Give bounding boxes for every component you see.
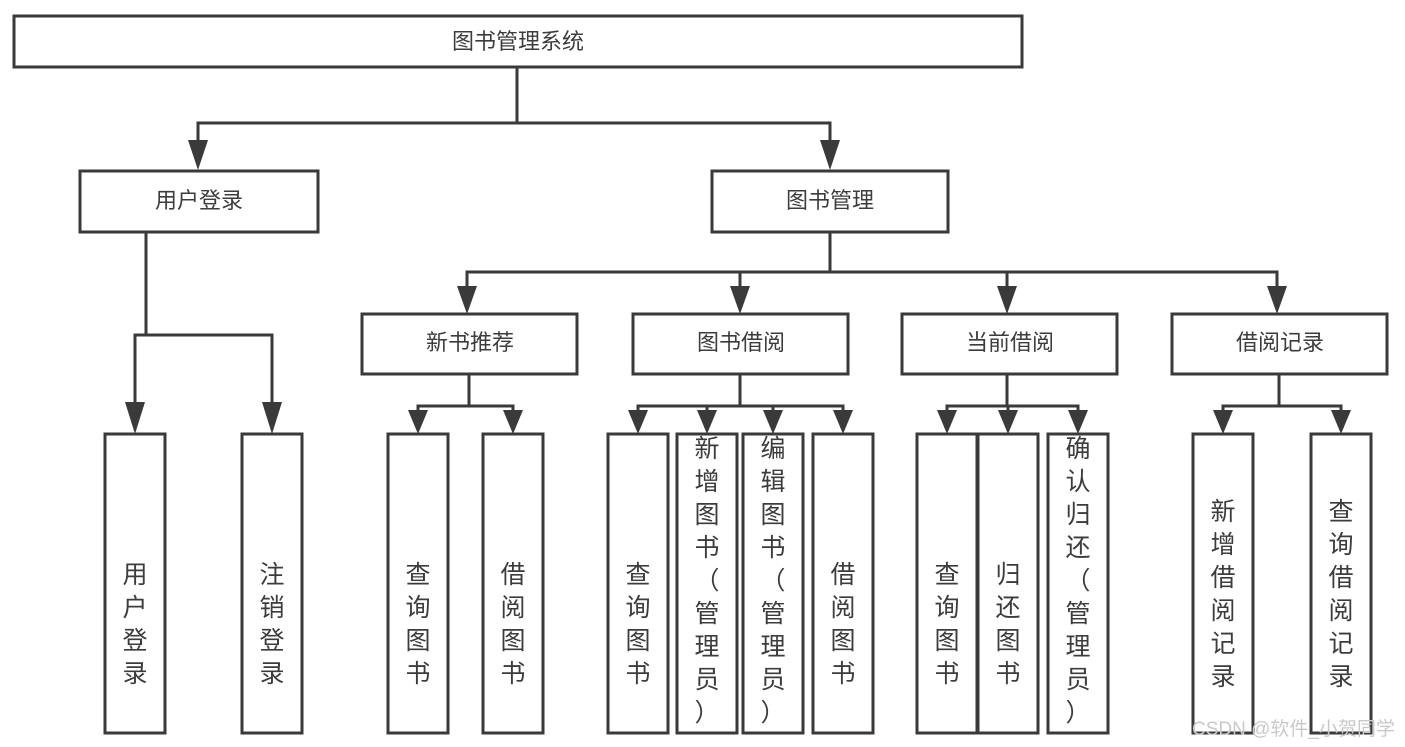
- leaf-br-query-record[interactable]: 查询借阅记录: [1309, 432, 1373, 735]
- arrow-head-cb-return: [998, 410, 1018, 434]
- connector-group-root: [188, 65, 840, 170]
- node-user-login[interactable]: 用户登录: [78, 169, 320, 234]
- node-borrow-record[interactable]: 借阅记录: [1170, 312, 1389, 376]
- connector-group-book-mgmt: [457, 230, 1287, 314]
- node-book-borrow[interactable]: 图书借阅: [631, 312, 850, 376]
- leaf-logout-box[interactable]: [240, 432, 304, 735]
- leaf-cb-return-book-box[interactable]: [976, 432, 1040, 735]
- leaf-cb-return-book[interactable]: 归还图书: [976, 432, 1040, 735]
- node-book-borrow-box[interactable]: [631, 312, 850, 376]
- leaf-bb-add-book-box[interactable]: [675, 432, 739, 735]
- node-current-borrow[interactable]: 当前借阅: [900, 312, 1119, 376]
- node-new-book-recommend-box[interactable]: [360, 312, 579, 376]
- leaf-bb-add-book[interactable]: 新增图书（管理员）: [675, 432, 739, 735]
- arrow-head-leaf-logout: [262, 402, 282, 434]
- leaf-user-login[interactable]: 用户登录: [103, 432, 167, 735]
- leaf-nb-query-book-box[interactable]: [386, 432, 450, 735]
- arrow-head-br-add: [1213, 410, 1233, 434]
- arrow-head-cb-confirm: [1068, 410, 1088, 434]
- node-book-borrow-label: 图书借阅: [697, 330, 785, 355]
- arrow-head-br-query: [1331, 410, 1351, 434]
- arrow-head-bb-add: [697, 410, 717, 434]
- node-new-book-recommend[interactable]: 新书推荐: [360, 312, 579, 376]
- leaf-bb-add-book-label: 新增图书（管理员）: [694, 435, 719, 727]
- node-book-management-label: 图书管理: [786, 188, 874, 213]
- leaf-br-add-record-label: 新增借阅记录: [1210, 498, 1235, 691]
- arrow-head-book-borrow: [730, 286, 750, 314]
- connector-group-borrow-record: [1213, 372, 1351, 434]
- leaf-logout-label: 注销登录: [259, 561, 284, 688]
- leaf-bb-query-book-box[interactable]: [606, 432, 670, 735]
- leaf-bb-borrow-book-box[interactable]: [811, 432, 875, 735]
- leaf-br-add-record-box[interactable]: [1191, 432, 1255, 735]
- leaf-user-login-label: 用户登录: [122, 561, 147, 688]
- leaf-cb-query-book-label: 查询图书: [934, 561, 959, 688]
- arrow-head-cb-query: [937, 410, 957, 434]
- node-current-borrow-box[interactable]: [900, 312, 1119, 376]
- leaf-br-query-record-box[interactable]: [1309, 432, 1373, 735]
- leaf-cb-confirm-return-box[interactable]: [1046, 432, 1110, 735]
- leaf-br-query-record-label: 查询借阅记录: [1328, 498, 1353, 691]
- arrow-head-nb-query: [408, 410, 428, 434]
- node-user-login-label: 用户登录: [155, 188, 243, 213]
- leaf-logout[interactable]: 注销登录: [240, 432, 304, 735]
- arrow-head-leaf-user-login: [125, 402, 145, 434]
- leaf-br-add-record[interactable]: 新增借阅记录: [1191, 432, 1255, 735]
- leaf-user-login-box[interactable]: [103, 432, 167, 735]
- node-borrow-record-label: 借阅记录: [1236, 330, 1324, 355]
- arrow-head-current-borrow: [997, 286, 1017, 314]
- leaf-bb-borrow-book-label: 借阅图书: [830, 561, 855, 688]
- leaf-bb-edit-book[interactable]: 编辑图书（管理员）: [741, 432, 805, 735]
- leaf-nb-borrow-book-label: 借阅图书: [500, 561, 525, 688]
- connector-group-new-book: [408, 372, 523, 434]
- arrow-head-book-mgmt: [820, 140, 840, 170]
- arrow-head-nb-borrow: [503, 410, 523, 434]
- leaf-nb-borrow-book-box[interactable]: [481, 432, 545, 735]
- connector-group-user-login: [125, 231, 282, 434]
- node-book-management-box[interactable]: [710, 169, 950, 234]
- leaf-bb-edit-book-label: 编辑图书（管理员）: [760, 435, 785, 727]
- arrow-head-bb-edit: [763, 410, 783, 434]
- connector-group-book-borrow: [628, 372, 853, 434]
- leaf-nb-borrow-book[interactable]: 借阅图书: [481, 432, 545, 735]
- connector-group-current-borrow: [937, 372, 1088, 434]
- node-root-box[interactable]: [12, 14, 1024, 69]
- arrow-head-bb-borrow: [833, 410, 853, 434]
- arrow-head-new-book: [457, 286, 477, 314]
- leaf-cb-confirm-return-label: 确认归还（管理员）: [1065, 435, 1090, 727]
- arrow-head-borrow-record: [1267, 286, 1287, 314]
- node-root-label: 图书管理系统: [452, 29, 584, 54]
- leaf-bb-query-book-label: 查询图书: [625, 561, 650, 688]
- node-borrow-record-box[interactable]: [1170, 312, 1389, 376]
- leaf-bb-query-book[interactable]: 查询图书: [606, 432, 670, 735]
- arrow-head-user-login: [188, 140, 208, 170]
- arrow-head-bb-query: [628, 410, 648, 434]
- leaf-cb-confirm-return[interactable]: 确认归还（管理员）: [1046, 432, 1110, 735]
- node-new-book-recommend-label: 新书推荐: [426, 330, 514, 355]
- node-current-borrow-label: 当前借阅: [966, 330, 1054, 355]
- node-user-login-box[interactable]: [78, 169, 320, 234]
- leaf-cb-return-book-label: 归还图书: [995, 561, 1020, 688]
- leaf-cb-query-book[interactable]: 查询图书: [915, 432, 979, 735]
- leaf-nb-query-book-label: 查询图书: [405, 561, 430, 688]
- node-root[interactable]: 图书管理系统: [12, 14, 1024, 69]
- node-book-management[interactable]: 图书管理: [710, 169, 950, 234]
- leaf-bb-borrow-book[interactable]: 借阅图书: [811, 432, 875, 735]
- leaf-bb-edit-book-box[interactable]: [741, 432, 805, 735]
- leaf-cb-query-book-box[interactable]: [915, 432, 979, 735]
- leaf-nb-query-book[interactable]: 查询图书: [386, 432, 450, 735]
